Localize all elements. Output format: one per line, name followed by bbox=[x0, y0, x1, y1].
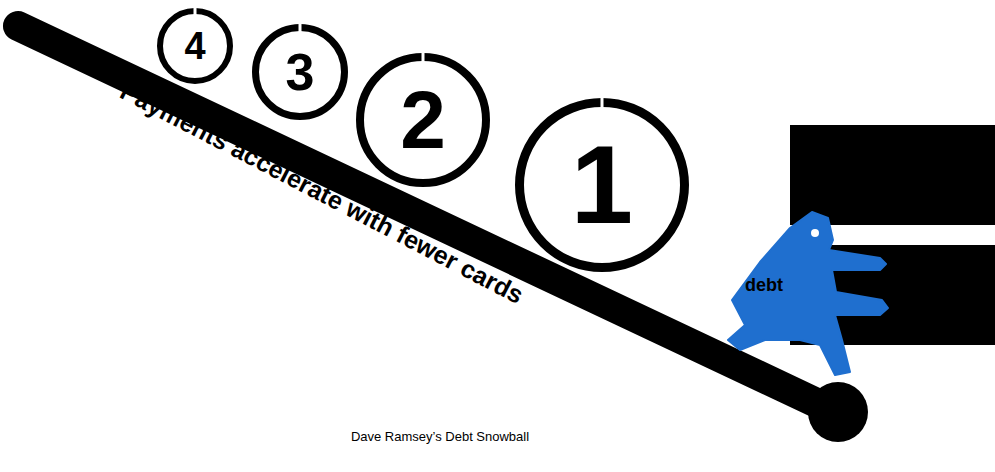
figure-label: debt bbox=[745, 276, 783, 294]
card-ring: 1 bbox=[515, 98, 689, 272]
card-number: 4 bbox=[157, 8, 233, 84]
slope-bar bbox=[18, 26, 840, 414]
wheel bbox=[808, 382, 868, 442]
ring-notch bbox=[299, 23, 302, 32]
card-number: 3 bbox=[252, 24, 348, 120]
card-number: 1 bbox=[515, 98, 689, 272]
card-ring: 3 bbox=[252, 24, 348, 120]
card-number: 2 bbox=[356, 53, 490, 187]
ring-notch bbox=[194, 7, 197, 15]
ring-notch bbox=[422, 52, 425, 62]
ring-notch bbox=[601, 97, 604, 108]
figure-body bbox=[728, 212, 888, 375]
card-ring: 4 bbox=[157, 8, 233, 84]
black-block bbox=[790, 125, 995, 225]
figure-shape bbox=[715, 200, 895, 380]
figure-eye bbox=[811, 229, 819, 237]
debt-figure: debt bbox=[715, 200, 895, 380]
card-ring: 2 bbox=[356, 53, 490, 187]
caption: Dave Ramsey’s Debt Snowball bbox=[290, 429, 590, 444]
